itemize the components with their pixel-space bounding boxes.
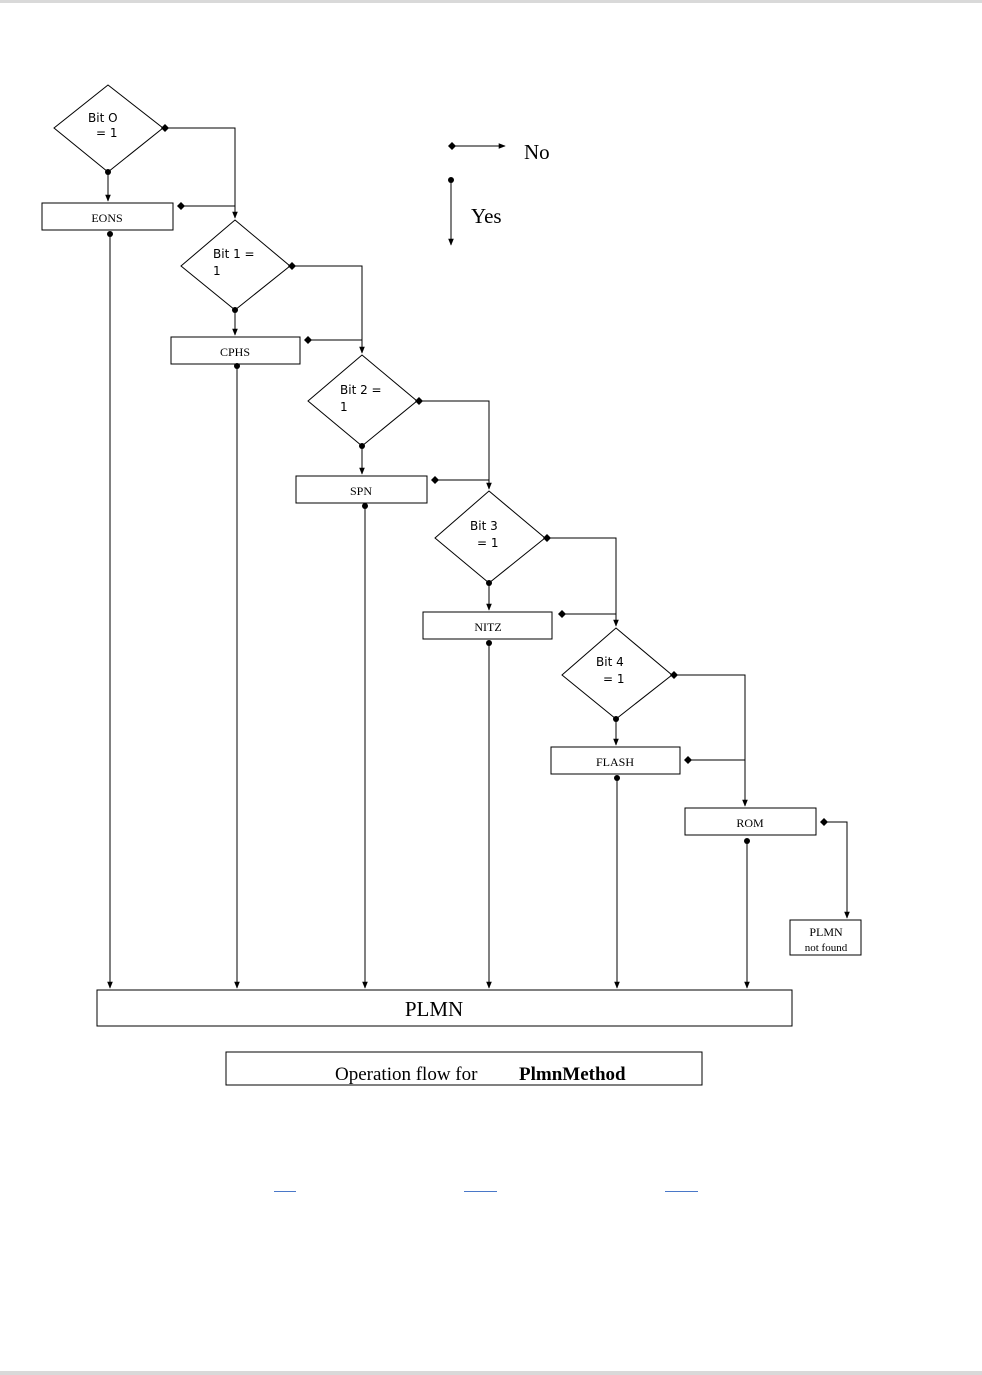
legend-yes-label: Yes [471, 204, 502, 228]
box-rom [684, 807, 817, 836]
decision-bit1-label-2: 1 [213, 264, 221, 278]
decision-bit1-label-1: Bit 1 = [213, 247, 255, 261]
decision-bit0-label-1: Bit O [88, 111, 118, 125]
decision-bit3-label-2: = 1 [477, 536, 499, 550]
decision-bit4-label-1: Bit 4 [596, 655, 624, 669]
box-cphs-label: CPHS [220, 345, 250, 359]
top-divider [0, 0, 982, 3]
box-eons-label: EONS [91, 211, 122, 225]
link-underline-1[interactable] [274, 1191, 296, 1192]
box-spn-label: SPN [350, 484, 372, 498]
caption-prefix: Operation flow for [335, 1064, 478, 1085]
box-nitz [422, 611, 553, 640]
box-flash-label: FLASH [596, 755, 634, 769]
box-rom-label: ROM [736, 816, 764, 830]
link-underline-3[interactable] [665, 1191, 698, 1192]
box-eons [41, 202, 174, 231]
bottom-divider [0, 1371, 982, 1375]
box-plmn [96, 989, 793, 1027]
box-plmn-label: PLMN [405, 997, 463, 1021]
box-plmn-not-found-label-1: PLMN [809, 925, 843, 939]
decision-bit2-diamond [307, 354, 418, 447]
caption-method: PlmnMethod [519, 1064, 626, 1085]
link-underline-2[interactable] [464, 1191, 497, 1192]
decision-bit1-diamond [180, 219, 291, 311]
decision-bit2-label-1: Bit 2 = [340, 383, 382, 397]
box-flash [550, 746, 681, 775]
decision-bit3-label-1: Bit 3 [470, 519, 498, 533]
legend-no-label: No [524, 140, 550, 164]
box-nitz-label: NITZ [474, 620, 501, 634]
box-plmn-not-found-label-2: not found [805, 942, 848, 954]
caption-box [225, 1051, 703, 1086]
decision-bit2-label-2: 1 [340, 400, 348, 414]
box-spn [295, 475, 428, 504]
decision-bit0-label-2: = 1 [96, 126, 118, 140]
decision-bit4-label-2: = 1 [603, 672, 625, 686]
box-plmn-not-found [789, 919, 862, 956]
